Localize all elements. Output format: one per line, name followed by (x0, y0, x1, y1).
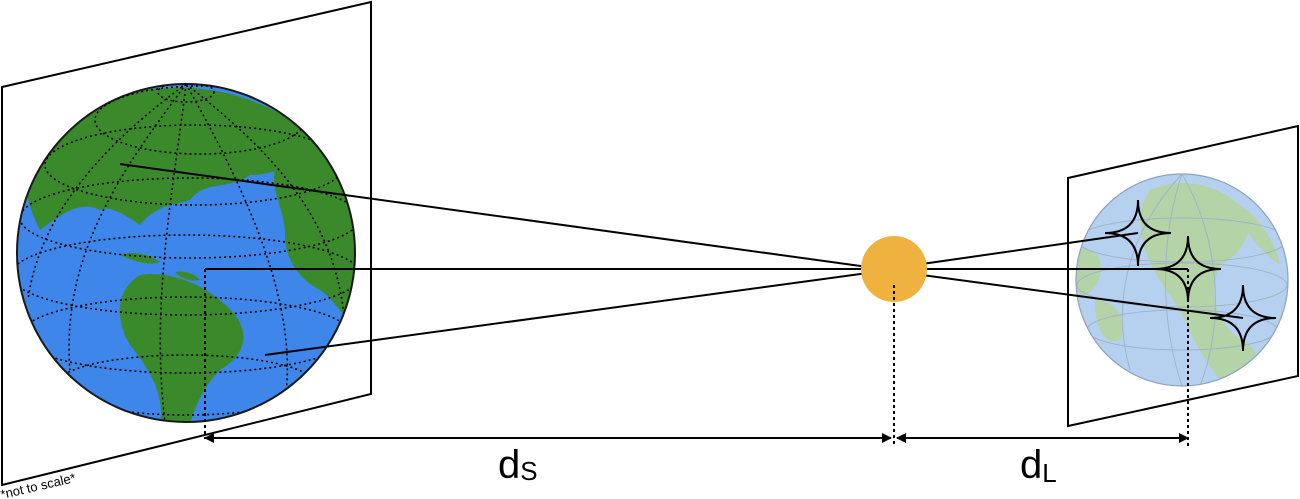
astroid-image-1 (1104, 199, 1172, 267)
astroid-image-3 (1209, 284, 1277, 352)
ray-lower-source (264, 271, 876, 356)
source-distance-label: dS (498, 443, 538, 487)
lens-sphere-icon (861, 236, 927, 302)
ray-lower-image (921, 274, 1244, 319)
ray-upper-source (119, 163, 876, 269)
ray-upper-image (914, 232, 1139, 266)
distance-guides (204, 269, 1189, 446)
lens-distance-label: dL (1020, 443, 1057, 488)
light-rays (119, 163, 1244, 356)
